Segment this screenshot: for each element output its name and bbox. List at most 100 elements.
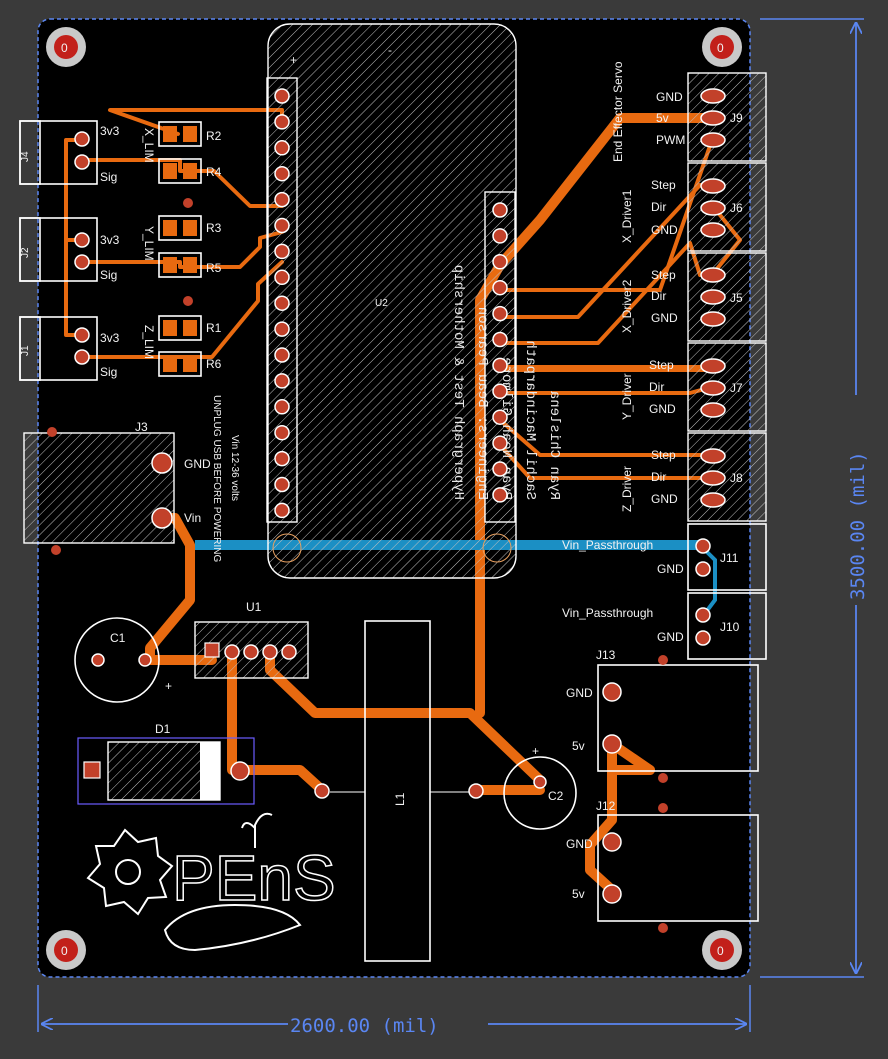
svg-text:GND: GND (566, 686, 593, 700)
svg-text:Hypergraph Test & Mothership: Hypergraph Test & Mothership (450, 265, 466, 500)
svg-text:5v: 5v (572, 887, 585, 901)
svg-text:0: 0 (61, 944, 68, 958)
svg-text:GND: GND (657, 562, 684, 576)
connector-j11[interactable]: Vin_Passthrough GND J11 (562, 523, 767, 591)
header-pin (274, 114, 290, 130)
svg-text:Engineers: Beau Pearson: Engineers: Beau Pearson (474, 307, 490, 500)
connector-j1[interactable]: J1 3v3 Sig (19, 316, 120, 381)
regulator-u1: U1 (194, 600, 309, 679)
svg-text:3v3: 3v3 (100, 331, 120, 345)
svg-text:5v: 5v (572, 739, 585, 753)
header-pin (492, 487, 508, 503)
header-pin (274, 424, 290, 441)
svg-text:J8: J8 (730, 471, 743, 485)
svg-text:Vin: Vin (184, 511, 201, 525)
svg-text:Dir: Dir (651, 200, 666, 214)
svg-text:U1: U1 (246, 600, 262, 614)
u2-ref: U2 (375, 298, 388, 309)
svg-text:GND: GND (651, 223, 678, 237)
header-pin (492, 254, 508, 270)
unplug-warning-text: UNPLUG USB BEFORE POWERING (211, 395, 222, 562)
svg-text:+: + (532, 744, 539, 758)
header-pin (274, 450, 290, 467)
connector-j4[interactable]: J4 3v3 Sig (19, 120, 120, 185)
left-header-pins (274, 88, 290, 519)
svg-text:Sig: Sig (100, 268, 117, 282)
svg-text:+: + (165, 679, 172, 693)
svg-text:GND: GND (184, 457, 211, 471)
svg-text:L1: L1 (393, 792, 407, 806)
header-pin (274, 88, 290, 104)
connector-j8[interactable]: Step Dir GND J8 Z_Driver (620, 432, 767, 522)
svg-text:GND: GND (651, 311, 678, 325)
svg-text:J4: J4 (20, 151, 31, 162)
connector-j5[interactable]: Step Dir GND J5 X_Driver2 (620, 252, 767, 342)
header-pin (492, 279, 508, 296)
header-pin (274, 295, 290, 311)
svg-text:J9: J9 (730, 111, 743, 125)
connector-j3[interactable]: J3 GND Vin (23, 420, 211, 555)
svg-text:GND: GND (656, 90, 683, 104)
header-pin (492, 202, 508, 218)
right-header-pins (492, 202, 508, 503)
svg-text:J10: J10 (720, 620, 740, 634)
y-lim-label: Y_LIM (142, 226, 156, 261)
svg-text:GND: GND (657, 630, 684, 644)
svg-text:3v3: 3v3 (100, 233, 120, 247)
svg-text:J7: J7 (730, 381, 743, 395)
header-pin (492, 357, 508, 374)
header-pin (492, 435, 508, 451)
svg-text:R1: R1 (206, 321, 222, 335)
connector-j13[interactable]: J13 GND 5v (566, 648, 759, 783)
inductor-l1: L1 (314, 620, 484, 962)
svg-text:J3: J3 (135, 420, 148, 434)
svg-text:J6: J6 (730, 201, 743, 215)
svg-text:R2: R2 (206, 129, 222, 143)
svg-text:Dir: Dir (651, 289, 666, 303)
resistors: R2 R4 R3 R5 R1 R6 (158, 121, 222, 377)
header-pin (274, 373, 290, 389)
svg-text:Dir: Dir (651, 470, 666, 484)
pens-logo: PEnS (86, 812, 336, 952)
connector-j7[interactable]: Step Dir GND J7 Y_Driver (620, 342, 767, 432)
svg-text:R3: R3 (206, 221, 222, 235)
header-pin (492, 383, 508, 400)
svg-text:0: 0 (717, 944, 724, 958)
svg-text:Step: Step (651, 448, 676, 462)
svg-text:Z_Driver: Z_Driver (620, 466, 634, 512)
svg-text:X_Driver2: X_Driver2 (620, 279, 634, 333)
svg-text:3v3: 3v3 (100, 124, 120, 138)
svg-text:J12: J12 (596, 799, 616, 813)
svg-text:C2: C2 (548, 789, 564, 803)
board-height-label: 3500.00 (mil) (847, 451, 869, 600)
header-pin (274, 347, 290, 363)
board-width-label: 2600.00 (mil) (290, 1015, 439, 1037)
header-pin (274, 165, 290, 182)
svg-text:Sig: Sig (100, 365, 117, 379)
header-pin (492, 228, 508, 244)
svg-text:Ryan Chislena: Ryan Chislena (546, 391, 562, 500)
svg-text:J1: J1 (20, 345, 31, 356)
u2-module (267, 23, 517, 579)
connector-j6[interactable]: Step Dir GND J6 X_Driver1 (620, 162, 767, 252)
connector-j10[interactable]: Vin_Passthrough GND J10 (562, 592, 767, 660)
svg-text:J13: J13 (596, 648, 616, 662)
svg-text:GND: GND (566, 837, 593, 851)
svg-text:R5: R5 (206, 261, 222, 275)
svg-text:Step: Step (651, 178, 676, 192)
header-pin (274, 269, 290, 286)
connector-j9[interactable]: GND 5v PWM J9 End Effector Servo (611, 61, 767, 162)
header-pin (274, 217, 290, 234)
z-lim-label: Z_LIM (142, 325, 156, 359)
connector-j2[interactable]: J2 3v3 Sig (19, 217, 120, 282)
connector-j12[interactable]: J12 GND 5v (566, 799, 759, 933)
header-pin (274, 399, 290, 415)
svg-text:C1: C1 (110, 631, 126, 645)
svg-text:R6: R6 (206, 357, 222, 371)
svg-text:Y_Driver: Y_Driver (620, 373, 634, 420)
svg-text:R4: R4 (206, 165, 222, 179)
header-pin (274, 243, 290, 260)
header-pin (274, 191, 290, 208)
svg-text:Vin_Passthrough: Vin_Passthrough (562, 606, 653, 620)
